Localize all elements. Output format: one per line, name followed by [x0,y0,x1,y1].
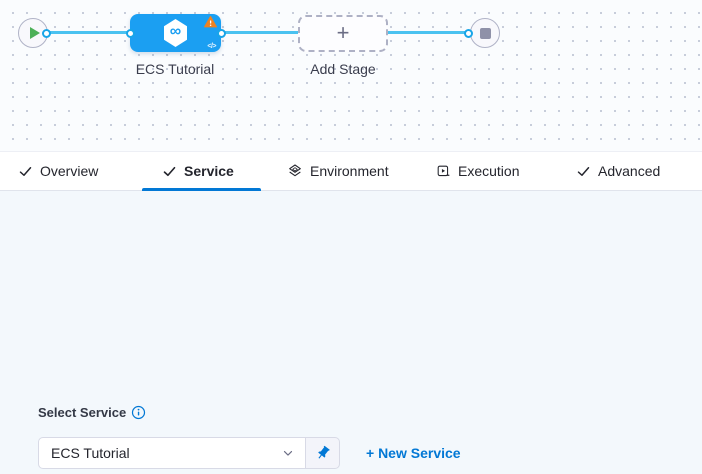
service-select-value: ECS Tutorial [51,445,130,461]
play-icon [29,27,40,39]
select-service-label: Select Service [38,405,127,420]
environment-icon [289,164,301,177]
link-port-icon [217,28,226,38]
pin-icon [317,445,330,459]
check-icon [163,166,176,176]
plus-icon: + [336,19,350,45]
tab-label: Overview [40,163,99,179]
code-icon: </> [207,43,216,50]
pin-runtime-input-button[interactable] [305,437,340,469]
tab-label: Advanced [598,163,661,179]
active-tab-underline [142,188,261,191]
service-tab-content: Select Service ECS Tutorial + New Servic… [0,191,702,474]
pipeline-end-node[interactable] [470,18,500,48]
warning-icon [204,16,217,28]
execution-icon [437,165,450,176]
stage-node-ecs-tutorial[interactable]: ∞ </> [130,14,221,52]
connector-line [46,31,130,34]
tab-label: Environment [310,163,389,179]
check-icon [19,166,32,176]
stop-icon [479,27,491,39]
stage-node-label: ECS Tutorial [135,61,215,77]
tab-service[interactable]: Service [162,152,234,190]
tab-overview[interactable]: Overview [18,152,98,190]
info-icon[interactable] [131,405,146,420]
deploy-infinity-icon: ∞ [164,19,187,47]
service-select[interactable]: ECS Tutorial [38,437,306,469]
stage-tabbar: Overview Service Environment Execution [0,151,702,191]
tab-execution[interactable]: Execution [436,152,519,190]
tab-label: Service [184,163,234,179]
add-stage-button[interactable]: + [298,15,388,52]
select-service-label-row: Select Service [38,405,146,420]
add-stage-label: Add Stage [310,61,376,77]
tab-label: Execution [458,163,520,179]
tab-advanced[interactable]: Advanced [576,152,660,190]
link-port-icon [126,28,135,38]
pipeline-canvas[interactable]: ∞ </> ECS Tutorial + Add Stage [0,0,702,151]
link-port-icon [42,28,51,38]
tab-environment[interactable]: Environment [287,152,389,190]
pipeline-start-node[interactable] [18,18,48,48]
link-port-icon [464,28,473,38]
check-icon [577,166,590,176]
chevron-down-icon [283,450,293,456]
new-service-button[interactable]: + New Service [366,445,461,461]
